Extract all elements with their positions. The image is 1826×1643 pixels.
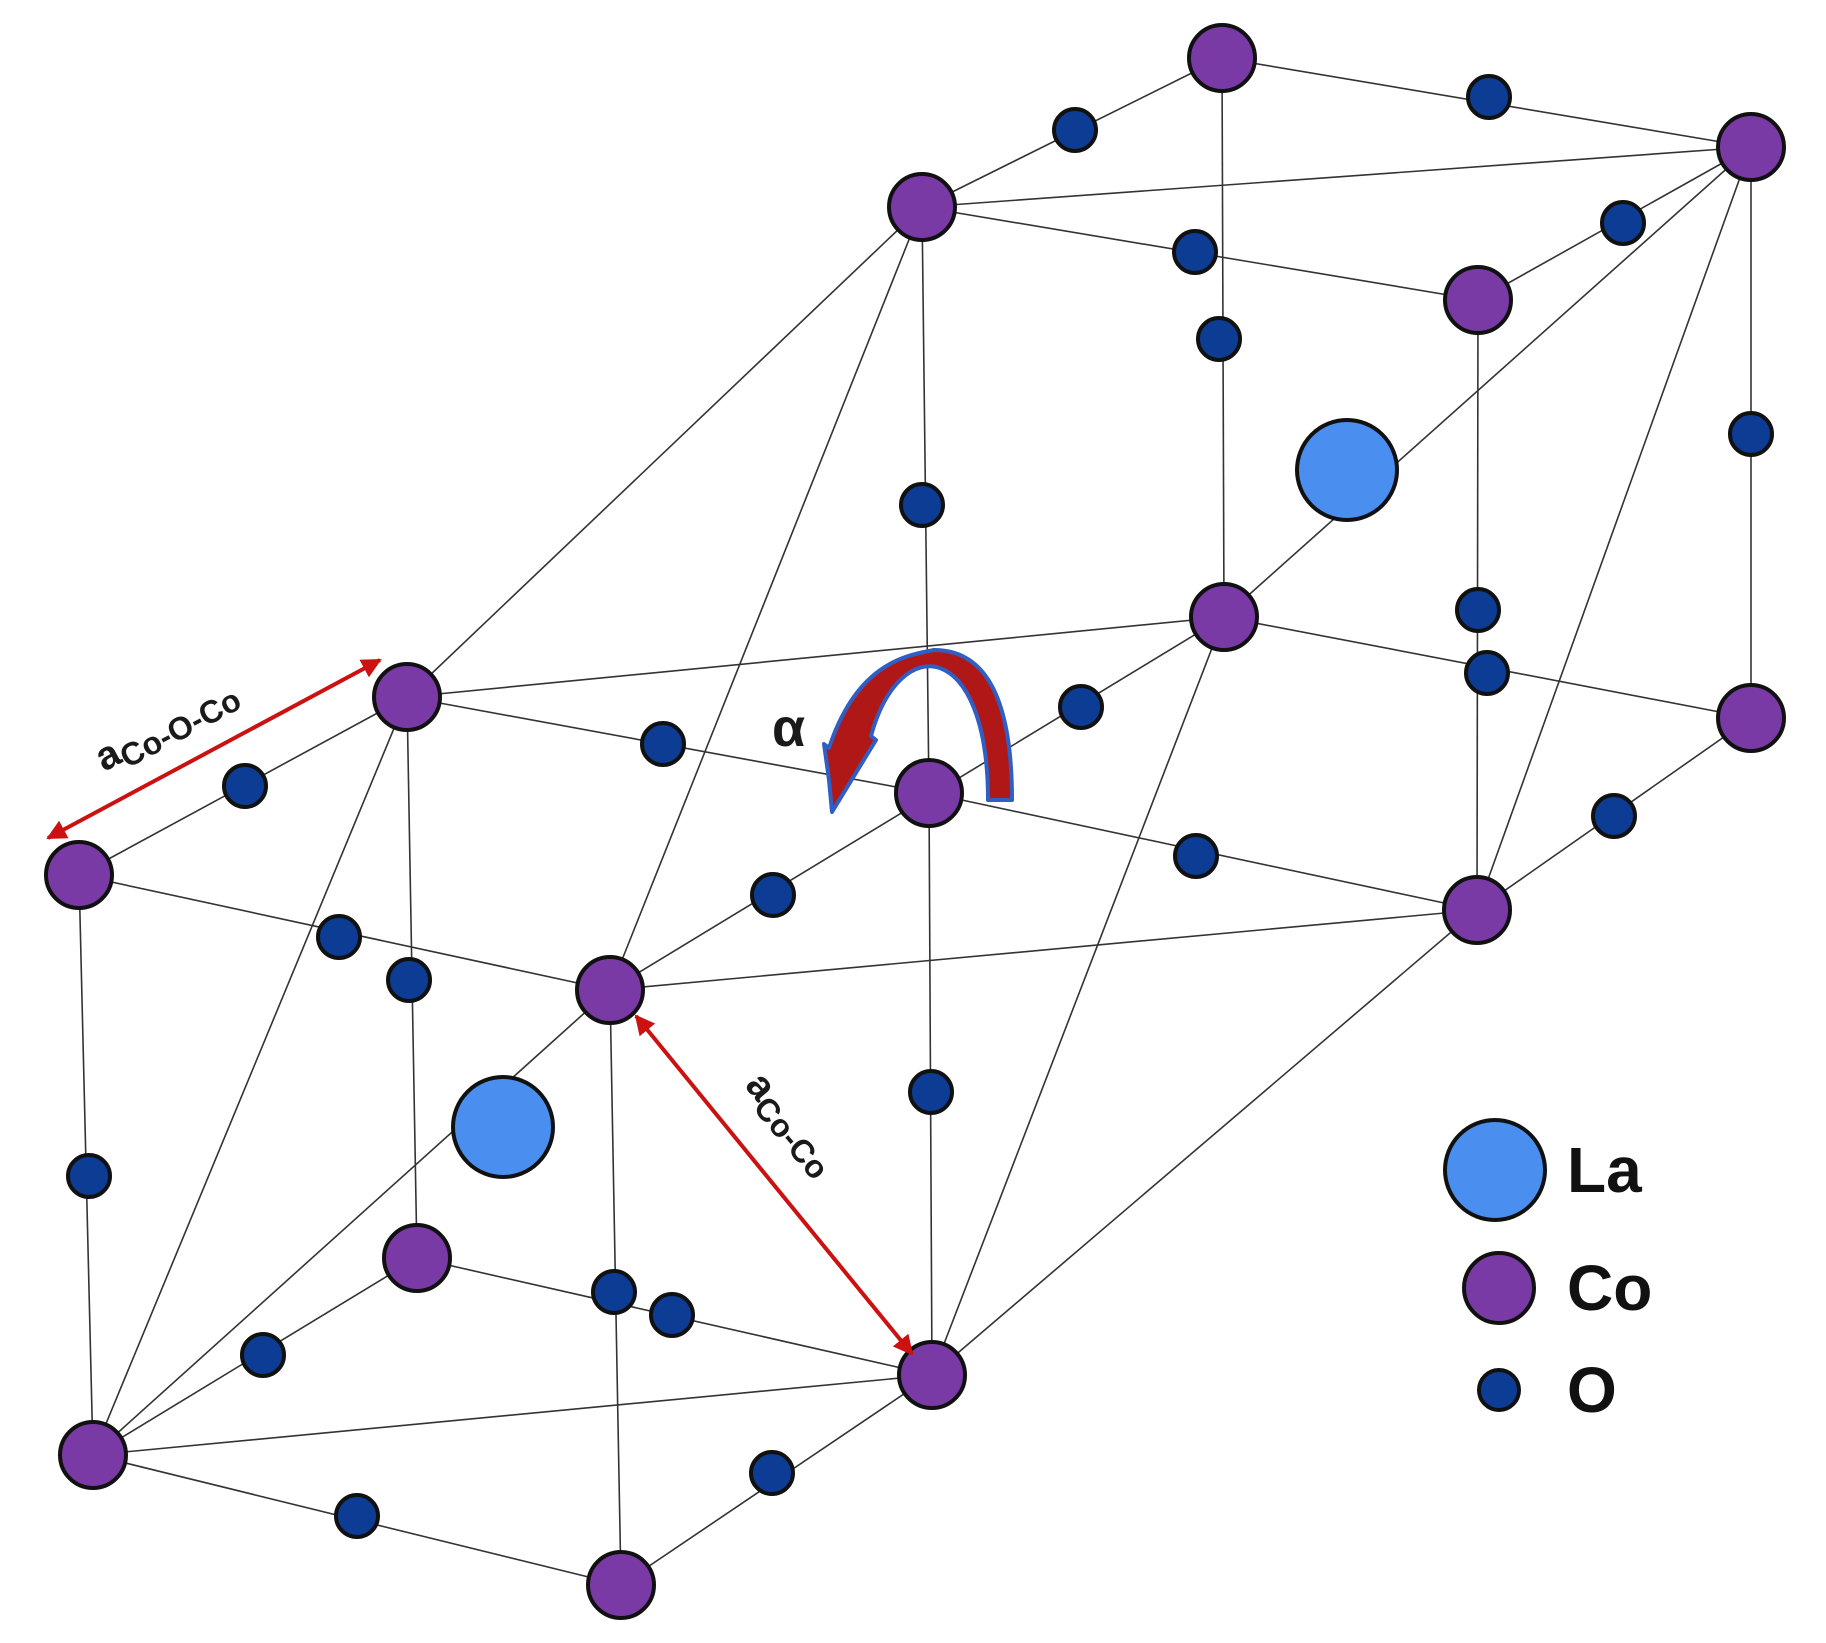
legend: La Co O	[1443, 1118, 1652, 1426]
co-o-co-dimension-arrow	[46, 658, 382, 840]
cobalt-atom	[586, 1550, 656, 1620]
cobalt-atom	[575, 955, 645, 1025]
oxygen-atom	[1591, 793, 1637, 839]
oxygen-atom	[240, 1332, 286, 1378]
cobalt-atom	[44, 840, 114, 910]
oxygen-atom	[908, 1069, 954, 1115]
oxygen-atom	[1058, 684, 1104, 730]
bond-line	[92, 989, 611, 1456]
bond-line	[609, 909, 1478, 991]
oxygen-atom	[649, 1292, 695, 1338]
oxygen-atom	[1196, 316, 1242, 362]
oxygen-atom	[1600, 200, 1646, 246]
bond-line	[406, 616, 1225, 698]
cobalt-atom	[1442, 875, 1512, 945]
oxygen-atom	[66, 1153, 112, 1199]
lanthanum-atom	[1295, 418, 1399, 522]
cobalt-atom	[1187, 23, 1257, 93]
cobalt-atom	[372, 662, 442, 732]
cobalt-atom	[894, 758, 964, 828]
rotation-arrow-shape	[822, 648, 1014, 814]
cobalt-atom	[897, 1340, 967, 1410]
legend-o-swatch	[1477, 1368, 1521, 1412]
oxygen-atom	[1464, 650, 1510, 696]
cobalt-atom	[887, 172, 957, 242]
oxygen-atom	[386, 957, 432, 1003]
co-co-label-sub: Co-Co	[747, 1090, 836, 1187]
cobalt-atom	[1716, 683, 1786, 753]
cobalt-atom	[382, 1223, 452, 1293]
bond-line	[1223, 146, 1752, 618]
oxygen-atom	[334, 1493, 380, 1539]
cobalt-atom	[1443, 265, 1513, 335]
oxygen-atom	[316, 914, 362, 960]
co-co-dimension-label: aCo-Co	[733, 1064, 847, 1187]
bond-line	[931, 909, 1478, 1376]
oxygen-atoms	[66, 74, 1774, 1539]
legend-la-label: La	[1567, 1134, 1642, 1206]
cobalt-atom	[58, 1420, 128, 1490]
oxygen-atom	[640, 721, 686, 767]
oxygen-atom	[1052, 107, 1098, 153]
cobalt-atom	[1189, 582, 1259, 652]
oxygen-atom	[749, 1450, 795, 1496]
legend-o-label: O	[1567, 1354, 1617, 1426]
oxygen-atom	[1455, 587, 1501, 633]
oxygen-atom	[591, 1269, 637, 1315]
bond-line	[406, 206, 923, 698]
bond-line	[931, 616, 1225, 1376]
lanthanum-atom	[451, 1075, 555, 1179]
oxygen-atom	[1172, 229, 1218, 275]
bond-line	[921, 146, 1752, 208]
co-o-co-dimension-label: aCo-O-Co	[88, 669, 247, 785]
oxygen-atom	[1466, 74, 1512, 120]
angle-alpha-label: α	[772, 698, 805, 758]
bond-line	[92, 1374, 933, 1456]
oxygen-atom	[1173, 833, 1219, 879]
oxygen-atom	[750, 872, 796, 918]
oxygen-atom	[899, 482, 945, 528]
legend-co-swatch	[1462, 1251, 1536, 1325]
oxygen-atom	[222, 763, 268, 809]
legend-la-swatch	[1443, 1118, 1547, 1222]
cobalt-atoms	[44, 23, 1786, 1620]
rotation-arrow	[822, 648, 1014, 814]
co-co-dimension-arrow	[634, 1014, 914, 1356]
co-o-co-label-sub: Co-O-Co	[114, 681, 247, 775]
bond-line	[1476, 146, 1752, 911]
lanthanum-atoms	[451, 418, 1399, 1179]
legend-co-label: Co	[1567, 1252, 1652, 1324]
cobalt-atom	[1716, 112, 1786, 182]
bond-line	[609, 206, 923, 991]
oxygen-atom	[1728, 411, 1774, 457]
